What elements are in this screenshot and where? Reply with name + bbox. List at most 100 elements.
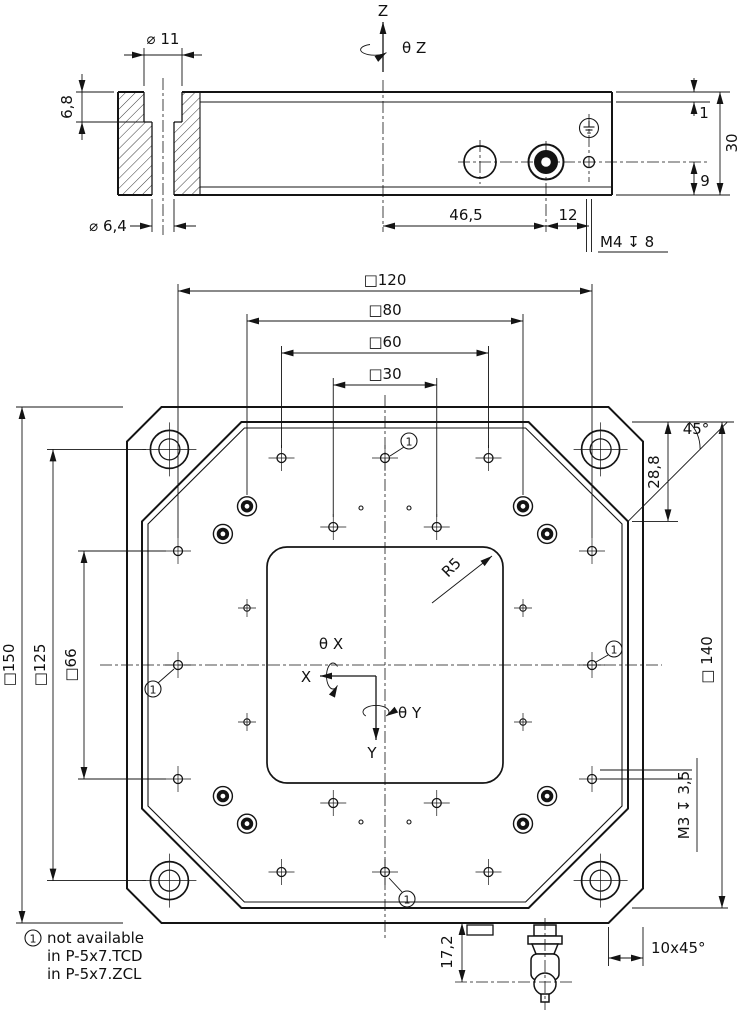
screw — [236, 496, 258, 517]
note-r5: R5 — [431, 554, 493, 604]
note-m4-label: M4 ↧ 8 — [600, 233, 654, 251]
theta-y-label: θ Y — [398, 704, 422, 722]
pin-hole — [358, 819, 364, 825]
marker-1-bottom: 1 — [388, 877, 416, 908]
y-axis-label: Y — [366, 744, 377, 762]
moving-platform — [141, 421, 629, 909]
side-hole — [463, 145, 497, 179]
dim-sq150-label: □150 — [0, 644, 18, 687]
corner-hole — [572, 852, 629, 909]
pin-hole — [358, 505, 364, 511]
dim-sq80-label: □80 — [368, 301, 401, 319]
hole — [423, 789, 451, 817]
screw — [236, 813, 258, 834]
marker-1-top: 1 — [389, 432, 418, 457]
hole — [164, 651, 192, 679]
dim-sq120-label: □120 — [364, 271, 407, 289]
hole — [267, 858, 296, 886]
dim-30-label: 30 — [723, 133, 741, 152]
note-r5-label: R5 — [438, 554, 465, 581]
bottom-connector — [455, 918, 575, 1010]
note-m3-label: M3 ↧ 3,5 — [675, 771, 693, 839]
hole — [371, 444, 399, 472]
corner-hole — [141, 852, 198, 909]
hole — [474, 858, 503, 886]
screw — [512, 813, 534, 834]
dim-sq120: □120 — [177, 271, 593, 538]
dim-d6-4: ⌀ 6,4 — [89, 199, 196, 235]
legend: 1 not available in P-5x7.TCD in P-5x7.ZC… — [24, 929, 144, 983]
small-hole — [513, 712, 533, 732]
marker-digit: 1 — [406, 436, 413, 449]
legend-marker-circle — [24, 929, 42, 947]
dim-sq30: □30 — [332, 365, 438, 517]
marker-1-left: 1 — [144, 668, 175, 698]
dim-sq80: □80 — [246, 301, 524, 495]
theta-x-label: θ X — [319, 635, 343, 653]
dim-chamfer-label: 10x45° — [651, 939, 706, 957]
dim-sq30-label: □30 — [368, 365, 401, 383]
legend-line2: in P-5x7.TCD — [47, 947, 143, 965]
hole — [164, 765, 192, 793]
marker-1-right: 1 — [595, 640, 623, 663]
theta-z-rotation-arrow — [360, 44, 387, 62]
hole — [371, 858, 399, 886]
dim-9-label: 9 — [700, 172, 710, 190]
z-axis-label: Z — [378, 2, 388, 20]
hole — [474, 444, 503, 472]
connector-side — [527, 143, 565, 181]
hole — [319, 513, 347, 541]
dim-30: 30 — [716, 92, 741, 195]
marker-digit: 1 — [150, 684, 157, 697]
theta-z-label: θ Z — [402, 39, 426, 57]
small-hole — [237, 598, 257, 618]
dim-d11-label: ⌀ 11 — [147, 30, 180, 48]
z-axis: Z θ Z — [360, 2, 426, 72]
note-m4: M4 ↧ 8 — [586, 199, 668, 253]
section-hatch — [118, 92, 200, 195]
dim-sq150: □150 — [0, 406, 123, 924]
dim-45deg-label: 45° — [683, 420, 710, 438]
dim-17-2-label: 17,2 — [438, 935, 456, 968]
dim-45deg: 45° — [627, 420, 734, 522]
dim-sq60: □60 — [281, 333, 489, 448]
legend-marker-digit: 1 — [30, 933, 37, 946]
dim-1-label: 1 — [699, 104, 709, 122]
bottom-feature — [466, 924, 494, 936]
dim-46-5-label: 46,5 — [449, 206, 482, 224]
corner-hole — [572, 421, 629, 478]
screw — [212, 785, 234, 807]
marker-digit: 1 — [611, 644, 618, 657]
dim-6-8-label: 6,8 — [58, 95, 76, 119]
dim-12-label: 12 — [558, 206, 577, 224]
dim-sq66-label: □66 — [62, 648, 80, 681]
dim-sq125: □125 — [31, 448, 146, 882]
dim-d6-4-label: ⌀ 6,4 — [89, 217, 127, 235]
pin-hole — [406, 819, 412, 825]
screw — [512, 496, 534, 517]
hole — [578, 537, 606, 565]
pin-hole — [406, 505, 412, 511]
dim-6-8: 6,8 — [58, 74, 148, 140]
side-view: Z θ Z ⌀ 11 6,8 ⌀ 6,4 46,5 12 M4 ↧ 8 — [58, 2, 741, 253]
center-pocket — [266, 546, 504, 784]
dim-sq140-label: □ 140 — [698, 636, 716, 684]
plan-axes: X θ X Y θ Y — [301, 635, 422, 762]
theta-y-rotation-arrow — [362, 705, 399, 717]
theta-x-rotation-arrow — [326, 662, 338, 698]
dim-1: 1 — [616, 78, 730, 122]
screw — [536, 785, 558, 807]
screw — [212, 523, 234, 545]
plan-view: □120 □80 □60 □30 □150 □125 □66 — [0, 271, 734, 1010]
screw — [536, 523, 558, 545]
note-m3: M3 ↧ 3,5 — [600, 758, 698, 852]
side-body — [117, 91, 613, 196]
dim-sq140: □ 140 — [632, 422, 728, 909]
hole — [578, 651, 606, 679]
marker-digit: 1 — [404, 894, 411, 907]
dim-9: 9 — [616, 162, 730, 196]
legend-line1: not available — [47, 929, 144, 947]
dim-sq60-label: □60 — [368, 333, 401, 351]
